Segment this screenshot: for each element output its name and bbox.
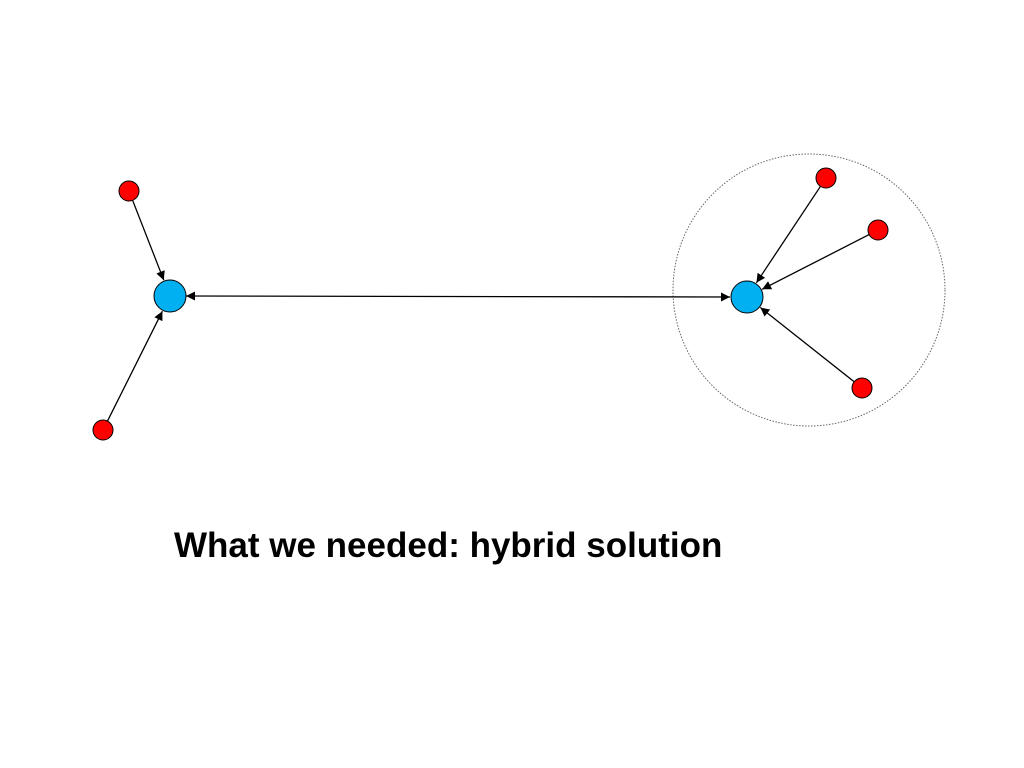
edge-leaf-left-bottom-to-hub-left	[106, 310, 163, 422]
edge-leaf-right-1-to-hub-right	[755, 185, 822, 284]
node-hub-left	[153, 279, 187, 313]
edge-leaf-left-top-to-hub-left	[131, 200, 165, 281]
edge-hub-left-to-hub-right	[185, 291, 731, 302]
edge-leaf-right-3-to-hub-right	[759, 306, 855, 383]
cluster-boundary	[672, 153, 946, 427]
nodes	[92, 167, 889, 441]
node-leaf-left-top	[118, 180, 140, 202]
edges	[106, 185, 870, 422]
node-leaf-right-1	[815, 167, 837, 189]
node-leaf-left-bottom	[92, 419, 114, 441]
node-leaf-right-2	[867, 219, 889, 241]
edge-leaf-right-2-to-hub-right	[761, 234, 870, 290]
node-leaf-right-3	[851, 377, 873, 399]
node-hub-right	[730, 280, 764, 314]
slide-caption: What we needed: hybrid solution	[174, 526, 723, 565]
